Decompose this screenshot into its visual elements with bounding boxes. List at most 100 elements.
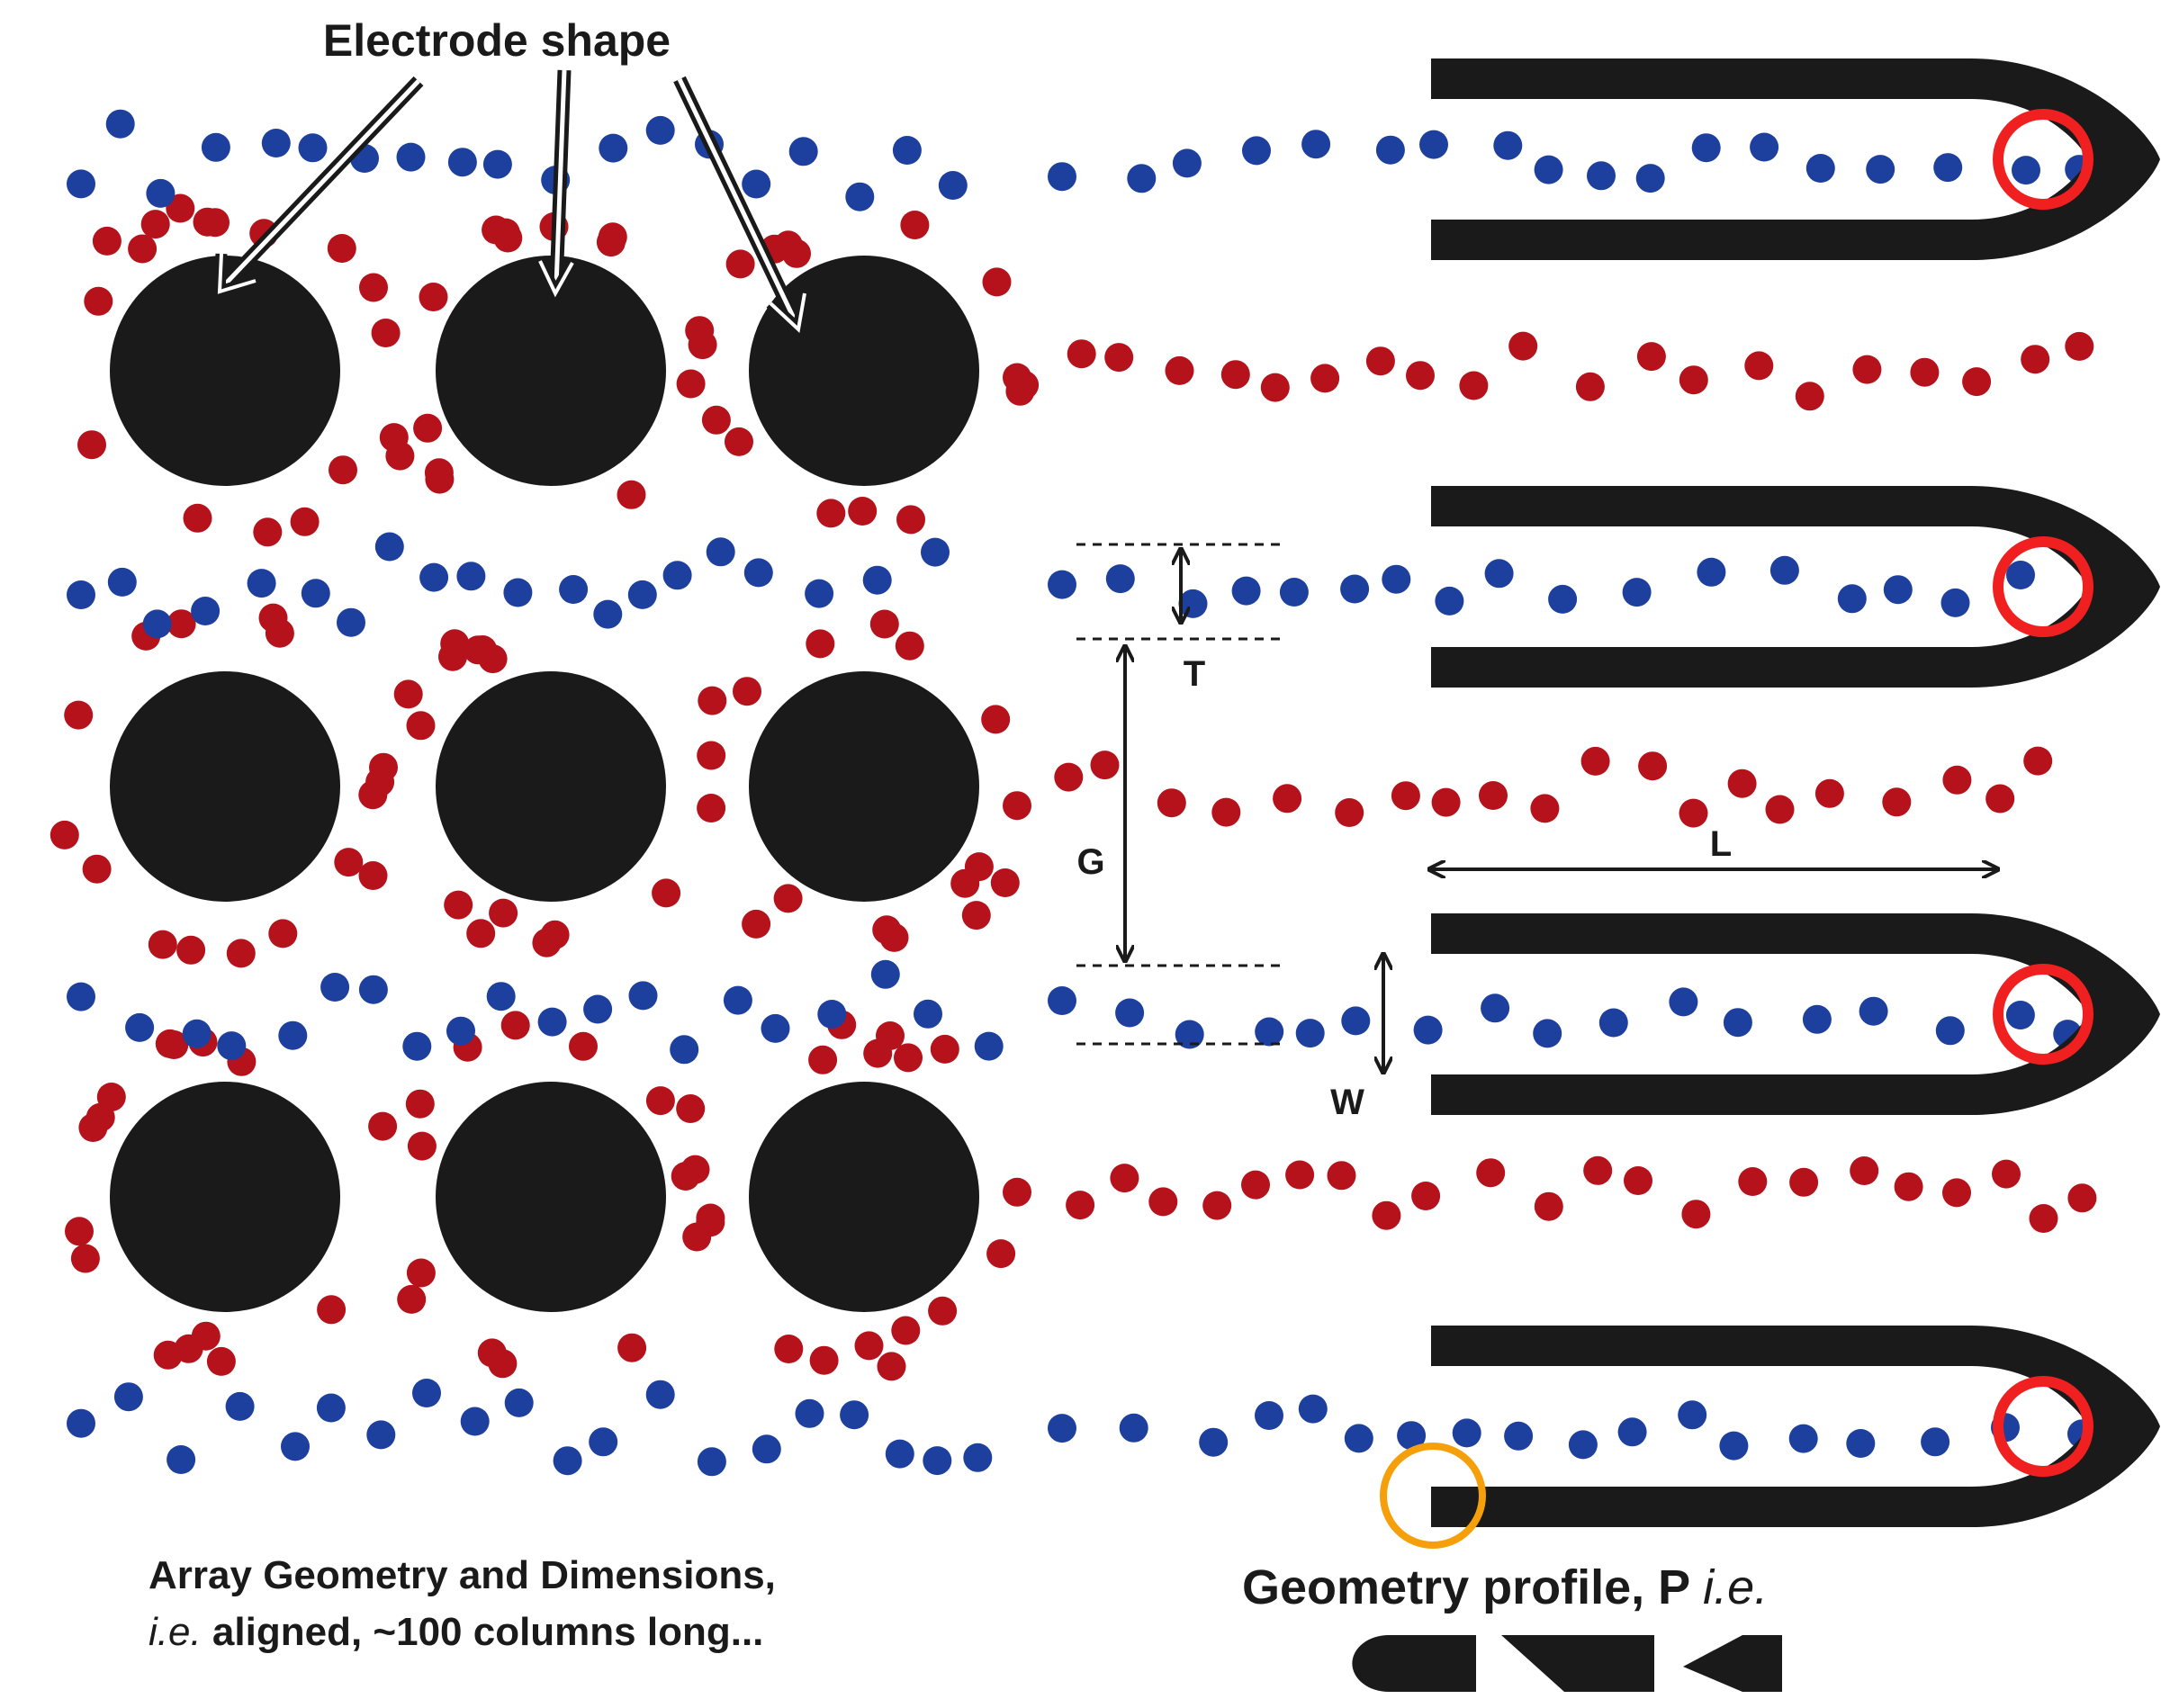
negative-particle: [261, 129, 291, 157]
negative-particle: [1105, 564, 1135, 594]
positive-particle: [1310, 364, 1340, 393]
positive-particle: [1738, 1167, 1768, 1196]
positive-particle: [1479, 781, 1508, 810]
positive-particle: [359, 273, 388, 302]
positive-particle: [900, 211, 930, 239]
finger-electrode: [1431, 1326, 2160, 1527]
positive-particle: [358, 861, 388, 890]
positive-particle: [652, 878, 681, 908]
positive-particle: [569, 1031, 598, 1061]
negative-particle: [1697, 557, 1726, 587]
negative-particle: [67, 169, 95, 199]
circle-electrode: [436, 256, 666, 486]
positive-particle: [96, 1083, 126, 1111]
positive-particle: [82, 854, 112, 884]
positive-particle: [961, 901, 991, 930]
positive-particle: [1459, 371, 1489, 400]
positive-particle: [1157, 788, 1186, 818]
negative-particle: [460, 1407, 490, 1436]
negative-particle: [396, 142, 426, 172]
negative-particle: [1382, 564, 1411, 594]
negative-particle: [1788, 1424, 1818, 1453]
negative-particle: [1935, 1016, 1965, 1046]
negative-particle: [1231, 576, 1261, 606]
negative-particle: [870, 959, 900, 989]
negative-particle: [337, 607, 365, 637]
negative-particle: [486, 982, 516, 1011]
positive-particle: [1431, 787, 1461, 817]
dimension-arrows: [1125, 549, 1998, 1073]
negative-particle: [67, 1408, 95, 1438]
negative-particle: [1344, 1424, 1373, 1453]
negative-particle: [1533, 1019, 1562, 1048]
positive-particle: [226, 939, 256, 968]
negative-particle: [419, 562, 449, 592]
negative-particle: [402, 1031, 432, 1061]
negative-particle: [2012, 156, 2040, 185]
positive-particle: [1575, 372, 1605, 401]
negative-particle: [743, 558, 773, 588]
positive-particle: [697, 741, 726, 770]
positive-particle: [1148, 1187, 1178, 1217]
positive-particle: [1910, 357, 1940, 387]
positive-particle: [77, 430, 106, 460]
negative-particle: [1622, 578, 1652, 607]
positive-particle: [148, 930, 177, 959]
positive-particle: [477, 1338, 507, 1368]
negative-particle: [892, 136, 922, 165]
negative-particle: [706, 537, 735, 567]
positive-particle: [1985, 784, 2015, 814]
positive-particle: [676, 369, 706, 399]
negative-particle: [1933, 153, 1963, 183]
negative-particle: [1119, 1413, 1148, 1443]
negative-particle: [537, 1007, 567, 1037]
negative-particle: [1669, 987, 1698, 1017]
negative-particle: [447, 148, 477, 177]
positive-particle: [1110, 1164, 1139, 1193]
positive-particle: [191, 1321, 221, 1351]
negative-particle: [1048, 1414, 1076, 1443]
positive-particle: [891, 1316, 921, 1345]
positive-particle: [334, 848, 364, 877]
positive-particle: [848, 497, 878, 526]
positive-particle: [1530, 794, 1560, 823]
positive-particle: [2021, 345, 2050, 374]
negative-particle: [1452, 1418, 1481, 1448]
positive-particle: [393, 679, 423, 709]
negative-particle: [1341, 1006, 1371, 1036]
positive-particle: [1942, 765, 1972, 795]
negative-particle: [67, 580, 95, 609]
positive-particle: [358, 780, 388, 810]
negative-particle: [374, 532, 404, 562]
positive-particle: [540, 920, 570, 949]
positive-particle: [617, 1333, 647, 1362]
positive-particle: [928, 1296, 958, 1326]
positive-particle: [368, 1111, 398, 1141]
positive-particle: [701, 405, 731, 435]
positive-particle: [698, 686, 727, 715]
positive-particle: [982, 267, 1012, 297]
positive-particle: [816, 499, 846, 528]
negative-particle: [862, 565, 892, 595]
negative-particle: [1678, 1400, 1707, 1430]
negative-particle: [107, 567, 137, 597]
negative-particle: [885, 1439, 914, 1469]
negative-particle: [278, 1020, 308, 1050]
negative-particle: [583, 994, 613, 1024]
negative-particle: [1617, 1417, 1647, 1447]
negative-particle: [1719, 1431, 1749, 1461]
positive-particle: [1638, 751, 1668, 781]
negative-particle: [914, 999, 942, 1029]
chamfer-shape: [1501, 1635, 1654, 1692]
positive-particle: [406, 711, 436, 741]
negative-particle: [146, 178, 176, 208]
positive-particle: [419, 283, 448, 311]
negative-particle: [1115, 998, 1145, 1028]
positive-particle: [1814, 778, 1844, 808]
negative-particle: [1435, 586, 1464, 616]
positive-particle: [1508, 331, 1538, 361]
negative-particle: [2006, 561, 2035, 589]
electrode-shape-arrows: [213, 69, 811, 341]
negative-particle: [1805, 154, 1835, 183]
circular-electrode-array: [110, 256, 979, 1312]
